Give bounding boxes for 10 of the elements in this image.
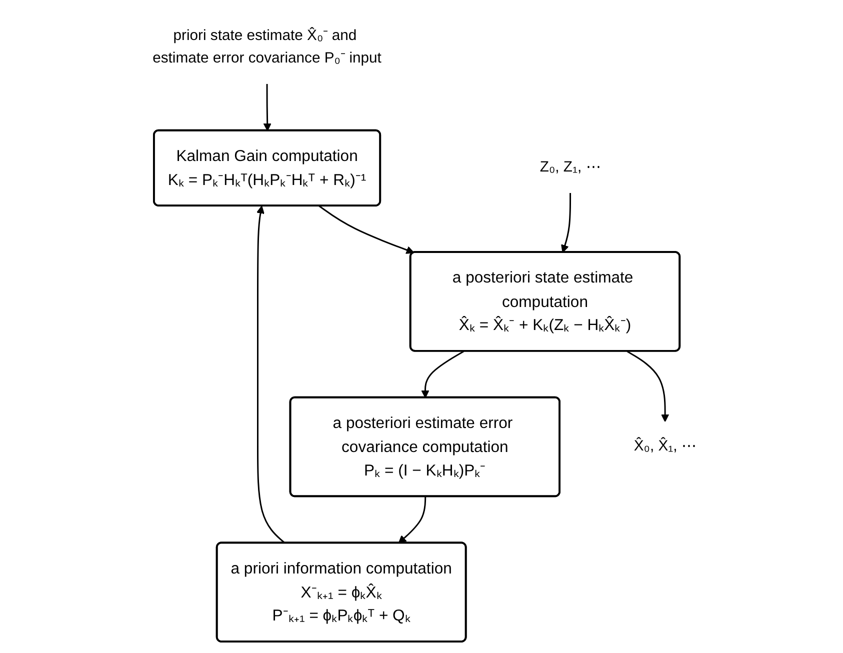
node-text: priori state estimate X̂₀⁻ and estimate error covariance P₀⁻ input: [152, 28, 382, 66]
node-text: Z₀, Z₁, ⋯: [540, 160, 601, 176]
node-text: X̂₀, X̂₁, ⋯: [634, 438, 696, 454]
arrow: [421, 350, 464, 398]
arrow: [318, 205, 414, 254]
arrow: [627, 350, 670, 422]
arrow: [256, 206, 286, 544]
arrow: [561, 193, 572, 253]
arrow: [263, 84, 272, 132]
arrow: [398, 496, 426, 544]
